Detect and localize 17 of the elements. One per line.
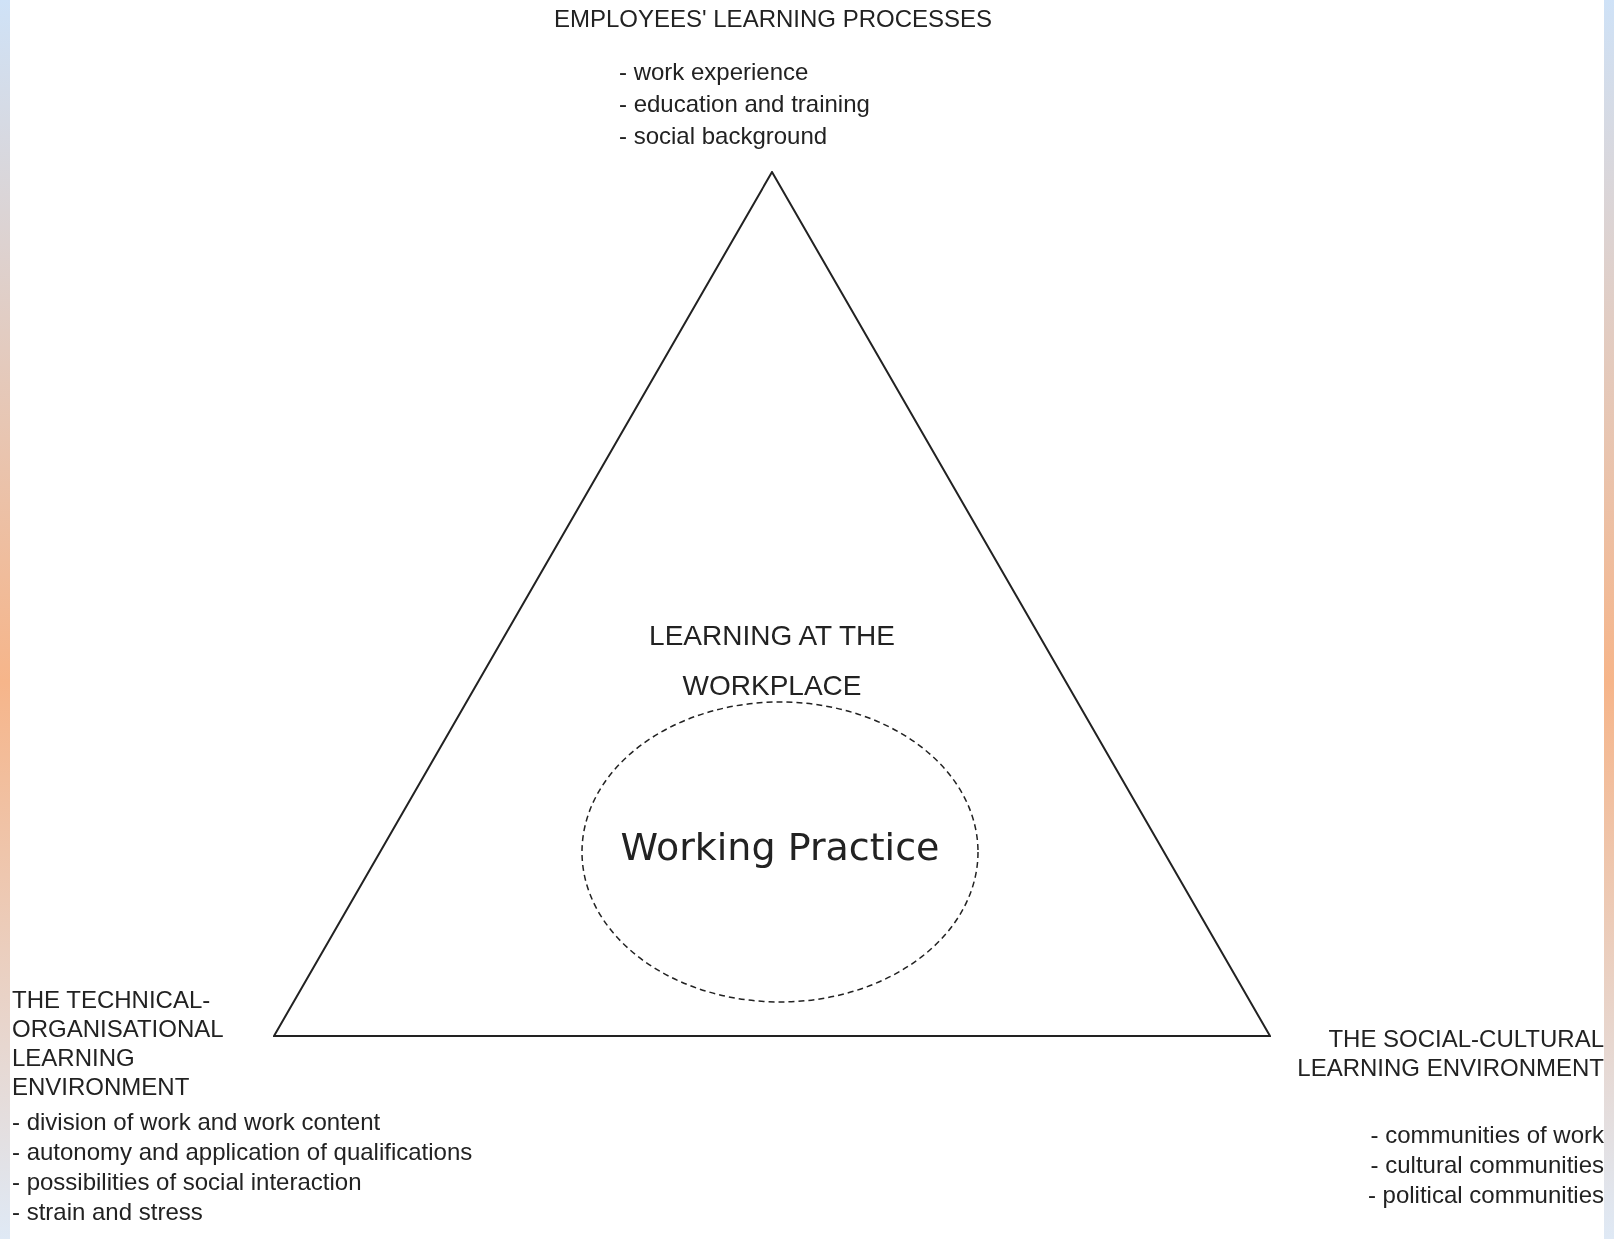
list-item: - political communities	[1366, 1180, 1604, 1210]
list-item: - autonomy and application of qualifications	[12, 1137, 473, 1167]
list-item: - work experience	[619, 57, 809, 87]
corner-heading: EMPLOYEES' LEARNING PROCESSES	[552, 4, 993, 33]
list-item: - division of work and work content	[12, 1107, 381, 1137]
list-item: - strain and stress	[12, 1197, 203, 1227]
list-item: - communities of work	[1369, 1120, 1604, 1150]
triangle-title: LEARNING AT THE WORKPLACE	[648, 619, 896, 703]
list-item: - education and training	[619, 89, 870, 119]
list-item: - social background	[619, 121, 828, 151]
triangle-node	[273, 171, 1271, 1037]
corner-heading: THE TECHNICAL-ORGANISATIONAL LEARNING ENVIRONMENT	[12, 985, 224, 1101]
list-item: - cultural communities	[1369, 1150, 1604, 1180]
dashed-ellipse-node	[580, 700, 980, 1004]
ellipse-label: Working Practice	[619, 824, 941, 871]
corner-heading: THE SOCIAL-CULTURAL LEARNING ENVIRONMENT	[1296, 1024, 1604, 1082]
list-item: - possibilities of social interaction	[12, 1167, 362, 1197]
